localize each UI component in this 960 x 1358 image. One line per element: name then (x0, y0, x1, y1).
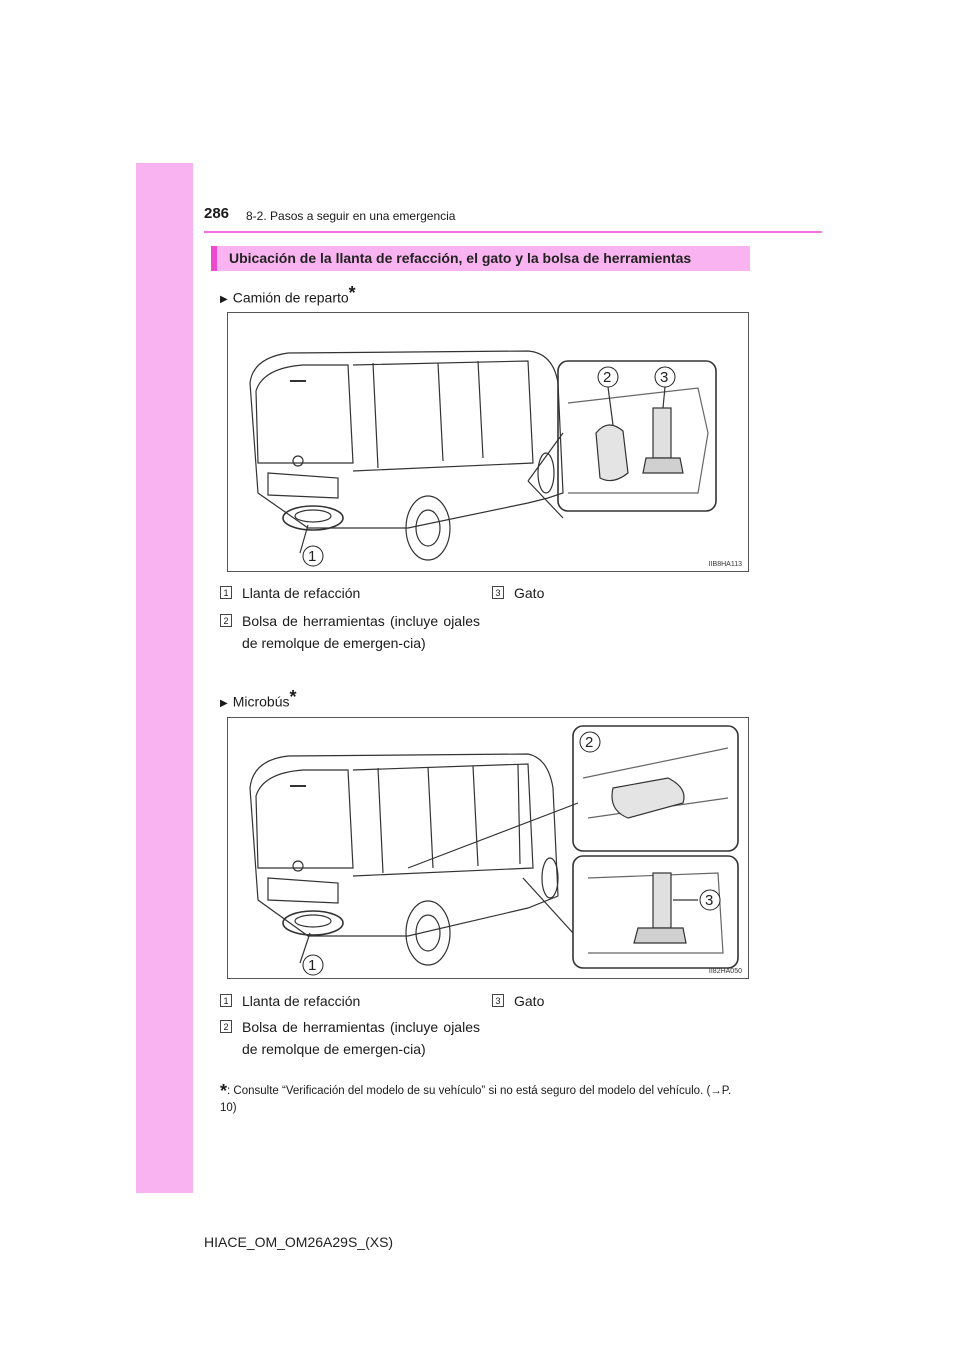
heading-text: Ubicación de la llanta de refacción, el … (229, 250, 692, 266)
figure-code: IIB8HA113 (708, 561, 742, 568)
variant-label-minibus: ▶Microbús* (220, 687, 297, 710)
figure-code: II82HA050 (708, 968, 742, 975)
footnote: *: Consulte “Verificación del modelo de … (220, 1080, 750, 1117)
svg-text:2: 2 (585, 734, 593, 751)
footnote-text: : Consulte “Verificación del modelo de s… (220, 1085, 732, 1114)
document-footer: HIACE_OM_OM26A29S_(XS) (204, 1234, 394, 1250)
callout-2: 2 (579, 731, 601, 753)
svg-text:2: 2 (603, 369, 611, 386)
van-illustration: 1 2 3 (249, 350, 717, 567)
callout-1: 1 (302, 954, 324, 976)
asterisk-marker: * (220, 1081, 228, 1101)
svg-text:1: 1 (308, 957, 316, 974)
side-color-band (136, 163, 193, 1193)
svg-text:3: 3 (660, 369, 668, 386)
heading-bar: Ubicación de la llanta de refacción, el … (211, 246, 750, 271)
callout-2: 2 (597, 366, 619, 388)
figure-minibus: 1 2 3 II82HA050 (227, 717, 749, 979)
svg-text:3: 3 (705, 892, 713, 909)
minibus-illustration: 1 2 3 (249, 725, 739, 976)
svg-text:1: 1 (308, 548, 316, 565)
asterisk-marker: * (348, 283, 356, 303)
legend-truck: 1 Llanta de refacción 2 Bolsa de herrami… (220, 582, 760, 672)
figure-truck: 1 2 3 IIB8HA113 (227, 312, 749, 572)
asterisk-marker: * (289, 687, 297, 707)
callout-3: 3 (699, 889, 721, 911)
triangle-bullet-icon: ▶ (220, 293, 228, 305)
page-number: 286 (204, 205, 230, 222)
legend-minibus: 1 Llanta de refacción 2 Bolsa de herrami… (220, 990, 760, 1080)
section-title: 8-2. Pasos a seguir en una emergencia (246, 209, 456, 223)
header-rule (204, 231, 822, 233)
variant-label-truck: ▶Camión de reparto* (220, 283, 356, 306)
callout-3: 3 (654, 366, 676, 388)
triangle-bullet-icon: ▶ (220, 697, 228, 709)
callout-1: 1 (302, 545, 324, 567)
